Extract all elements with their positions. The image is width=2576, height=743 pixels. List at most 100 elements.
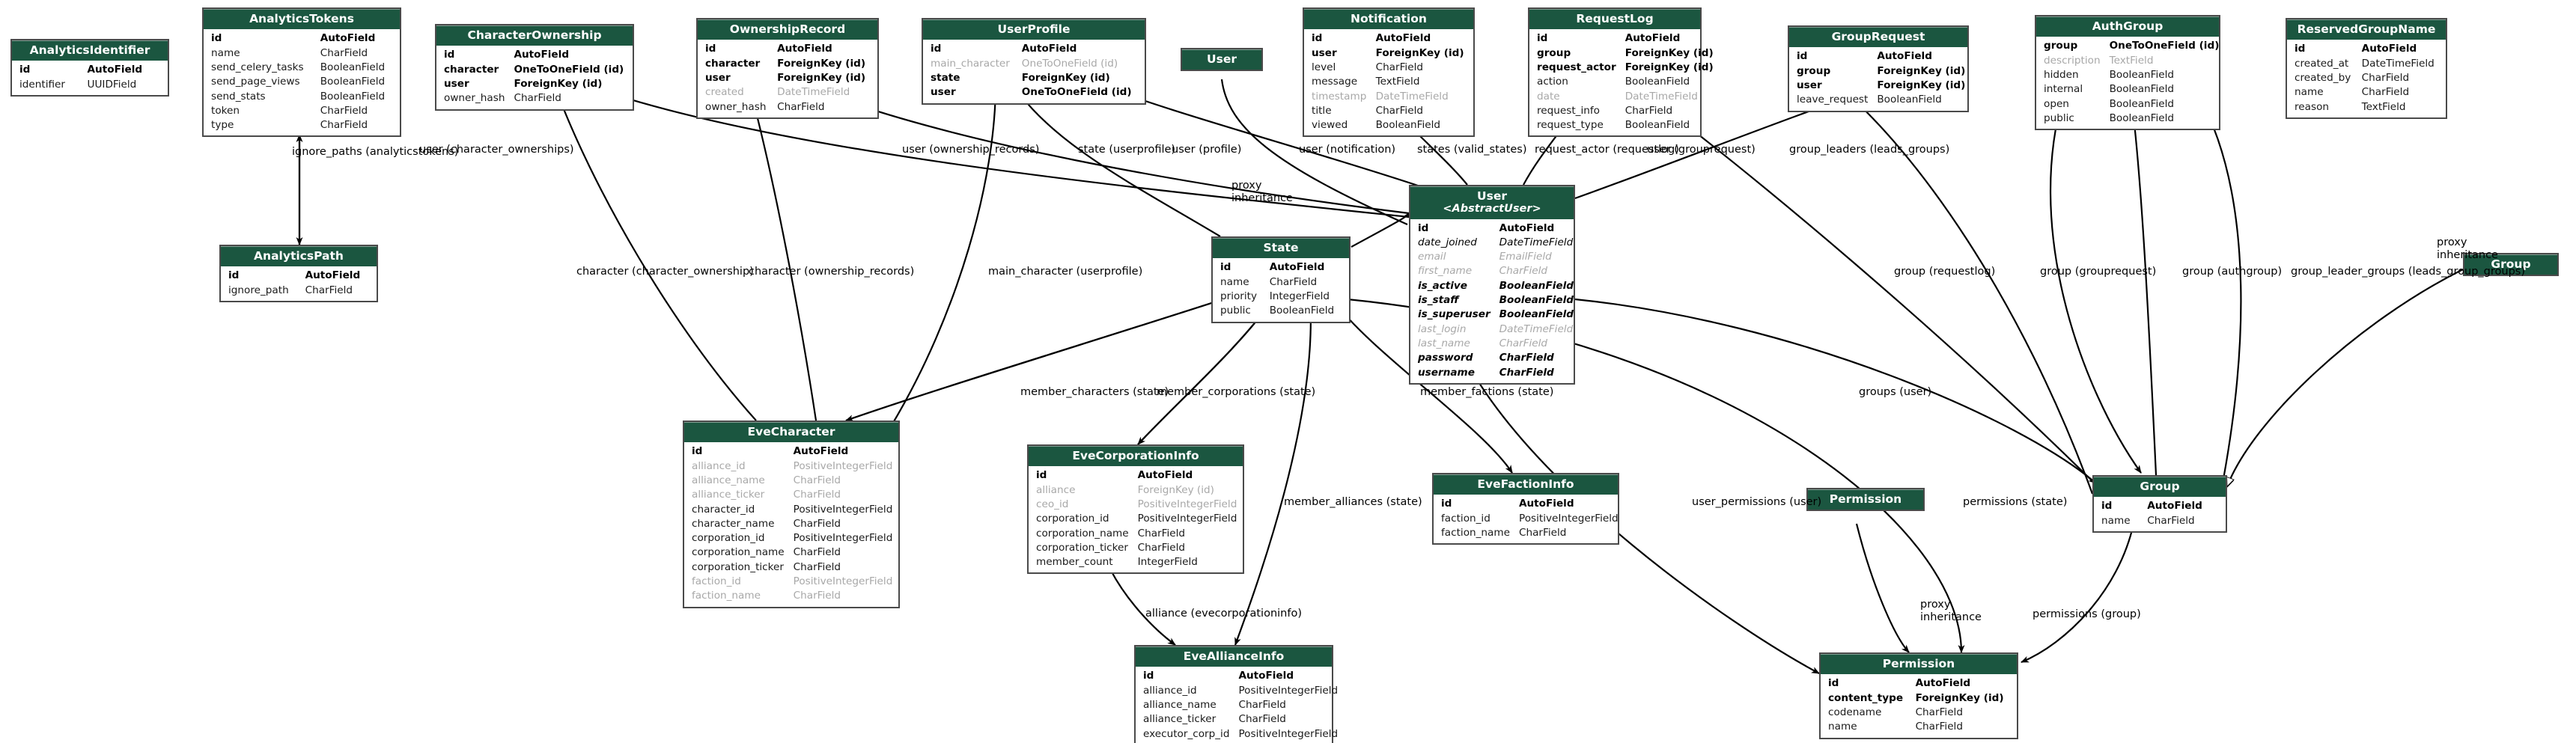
field-name: viewed	[1312, 119, 1348, 132]
field-type: CharField	[2361, 86, 2410, 99]
field-type: CharField	[514, 92, 561, 105]
field-type: CharField	[793, 517, 841, 530]
field-name: id	[2295, 43, 2306, 55]
model-title-text: AnalyticsPath	[254, 249, 344, 263]
field-name: alliance	[1036, 483, 1076, 496]
field-type: ForeignKey (id)	[1137, 483, 1214, 496]
field-name: last_login	[1418, 322, 1467, 335]
field-name: id	[1828, 677, 1839, 690]
field-name: id	[211, 32, 222, 45]
field-name: corporation_name	[1036, 527, 1129, 539]
field-name: password	[1418, 352, 1473, 364]
field-type: EmailField	[1499, 251, 1552, 263]
field-type: CharField	[320, 104, 368, 117]
field-name: identifier	[19, 78, 66, 91]
field-type: AutoField	[1238, 670, 1294, 682]
field-name: is_active	[1418, 279, 1468, 292]
field-type: AutoField	[1375, 32, 1431, 45]
model-title: Permission	[1808, 489, 1923, 510]
field-name: id	[1036, 469, 1047, 482]
field-type: OneToOneField (id)	[2109, 40, 2220, 52]
model-field-row: alliance ForeignKey (id)	[1029, 483, 1246, 498]
model-title: Notification	[1304, 9, 1473, 30]
model-node-permission_small[interactable]: Permission	[1806, 488, 1925, 512]
model-title: GroupRequest	[1789, 27, 1967, 48]
edge-label-l18: group_leader_groups (leads_group_groups)	[2291, 266, 2525, 278]
field-name: corporation_ticker	[1036, 541, 1129, 554]
field-type: CharField	[1499, 352, 1554, 364]
field-type: CharField	[320, 119, 368, 132]
model-title-text: EveCharacter	[747, 425, 835, 438]
field-type: CharField	[1499, 366, 1554, 379]
model-node-group_small[interactable]: Group	[2463, 253, 2559, 277]
field-type: AutoField	[2361, 43, 2417, 55]
field-name: faction_id	[692, 575, 741, 588]
model-title: User<AbstractUser>	[1410, 186, 1574, 219]
field-type: BooleanField	[1625, 119, 1690, 132]
field-name: corporation_id	[1036, 513, 1109, 525]
field-name: is_superuser	[1418, 308, 1491, 321]
field-type: BooleanField	[1375, 119, 1440, 132]
model-title: OwnershipRecord	[698, 19, 877, 40]
field-name: faction_name	[1441, 526, 1510, 539]
field-type: PositiveIntegerField	[793, 532, 893, 545]
model-title-text: Permission	[1882, 657, 1955, 670]
field-type: PositiveIntegerField	[793, 459, 893, 472]
field-name: id	[692, 445, 703, 458]
model-title: EveCharacter	[684, 422, 898, 443]
model-node-user_small[interactable]: User	[1181, 48, 1263, 72]
field-type: ForeignKey (id)	[1375, 46, 1464, 59]
field-type: CharField	[1499, 265, 1548, 278]
field-type: PositiveIntegerField	[1137, 513, 1237, 525]
field-type: AutoField	[1518, 498, 1574, 510]
field-type: CharField	[1238, 713, 1286, 726]
field-type: CharField	[1375, 104, 1423, 117]
field-name: id	[228, 269, 240, 282]
